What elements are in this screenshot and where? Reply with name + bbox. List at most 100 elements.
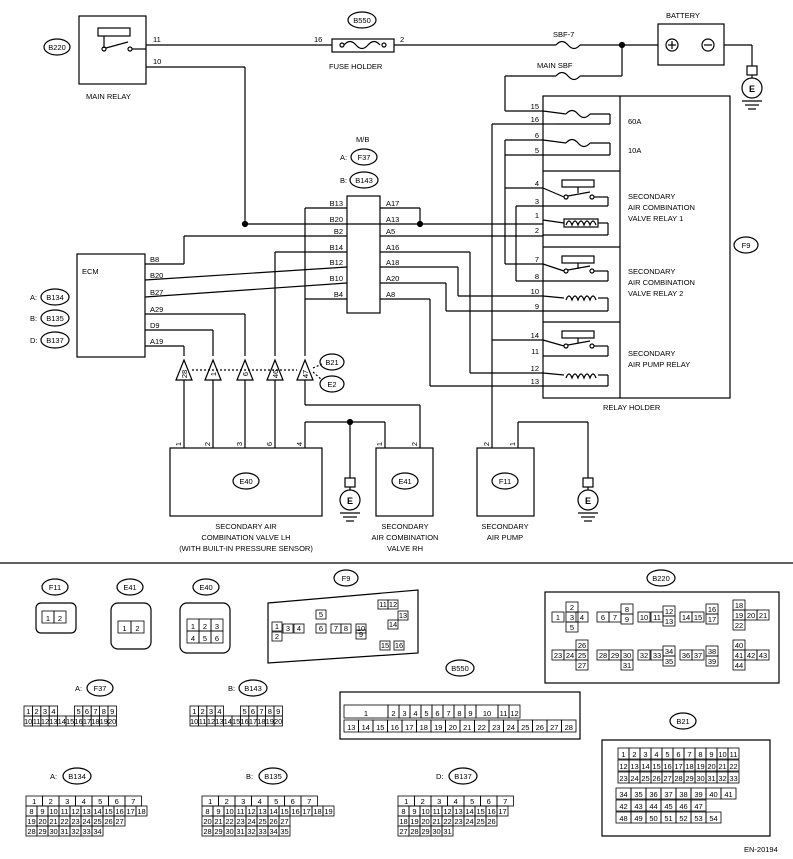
b134-cell-12-label: 12 xyxy=(71,807,79,816)
e40-cell-5-label: 5 xyxy=(203,634,207,643)
view-b143-prefix: B: xyxy=(228,684,235,693)
f9-cell-2-label: 2 xyxy=(275,632,279,641)
conn-f9: F9 xyxy=(742,241,751,250)
b550-cell-5-label: 5 xyxy=(424,709,428,718)
b143-cell-4-label: 4 xyxy=(217,707,221,716)
b21-cell-41 xyxy=(720,787,737,800)
view-b134-id: B134 xyxy=(68,772,86,781)
prefix-a-b134: A: xyxy=(30,293,37,302)
b220-cell-33-label: 33 xyxy=(653,651,661,660)
b220-cell-21 xyxy=(756,609,770,621)
lh-pin-6: 6 xyxy=(265,442,274,446)
joint-pin-46: 46 xyxy=(271,370,280,378)
rh-pin-7: 7 xyxy=(535,255,539,264)
doc-id: EN-20194 xyxy=(744,845,778,854)
fuse-holder-label: FUSE HOLDER xyxy=(329,62,383,71)
e41-pin-2: 2 xyxy=(410,442,419,446)
b220-cell-26 xyxy=(575,639,589,651)
b134-cell-27-label: 27 xyxy=(115,817,123,826)
b21-cell-8-label: 8 xyxy=(698,750,702,759)
b134-cell-18 xyxy=(135,805,148,817)
b21-cell-32-label: 32 xyxy=(718,774,726,783)
b134-cell-18-label: 18 xyxy=(137,807,145,816)
f11-cell-1-label: 1 xyxy=(46,614,50,623)
b134-cell-24-label: 24 xyxy=(82,817,90,826)
b137-cell-26 xyxy=(485,815,498,827)
f37-cell-3-label: 3 xyxy=(43,707,47,716)
b220-cell-12-label: 12 xyxy=(665,607,673,616)
b135-cell-19-label: 19 xyxy=(324,807,332,816)
b134-cell-21-label: 21 xyxy=(49,817,57,826)
b21-cell-43-label: 43 xyxy=(634,802,642,811)
f9-cell-3 xyxy=(282,623,294,634)
b135-cell-28-label: 28 xyxy=(203,827,211,836)
b21-cell-21-label: 21 xyxy=(718,762,726,771)
prefix-b-b143: B: xyxy=(340,176,347,185)
conn-f37: F37 xyxy=(358,153,371,162)
b21-cell-26-label: 26 xyxy=(652,774,660,783)
b220-cell-4-label: 4 xyxy=(580,613,584,622)
b134-cell-23-label: 23 xyxy=(71,817,79,826)
f9-cell-10 xyxy=(355,623,367,634)
b134-cell-5-label: 5 xyxy=(98,797,102,806)
b220-cell-8-label: 8 xyxy=(625,605,629,614)
b134-cell-16-label: 16 xyxy=(115,807,123,816)
b21-cell-13-label: 13 xyxy=(630,762,638,771)
b137-cell-3-label: 3 xyxy=(437,797,441,806)
b135-cell-13-label: 13 xyxy=(258,807,266,816)
mb-pin-B13: B13 xyxy=(330,199,343,208)
conn-b550: B550 xyxy=(353,16,371,25)
f9-cell-9-label: 9 xyxy=(359,630,363,639)
relay1-label-line1: SECONDARY xyxy=(628,192,675,201)
b143-cell-7-label: 7 xyxy=(259,707,263,716)
f37-cell-4-label: 4 xyxy=(51,707,55,716)
b135-cell-5-label: 5 xyxy=(274,797,278,806)
b21-cell-42-label: 42 xyxy=(619,802,627,811)
b137-cell-23-label: 23 xyxy=(454,817,462,826)
b220-cell-27-label: 27 xyxy=(578,661,586,670)
b134-cell-4-label: 4 xyxy=(82,797,86,806)
b220-cell-11-label: 11 xyxy=(653,613,661,622)
e40-cell-6-label: 6 xyxy=(215,634,219,643)
sbf7-label: SBF-7 xyxy=(553,30,574,39)
e41-cell-1-label: 1 xyxy=(122,624,126,633)
f9-cell-15 xyxy=(379,640,391,651)
b550-cell-9-label: 9 xyxy=(468,709,472,718)
b21-cell-34-label: 34 xyxy=(619,790,627,799)
view-b135-prefix: B: xyxy=(246,772,253,781)
b143-cell-13-label: 13 xyxy=(215,717,223,726)
b21-cell-2-label: 2 xyxy=(632,750,636,759)
b135-cell-9-label: 9 xyxy=(216,807,220,816)
e40-cell-2-label: 2 xyxy=(203,622,207,631)
b134-cell-32-label: 32 xyxy=(71,827,79,836)
lh-pin-1: 1 xyxy=(174,442,183,446)
b137-cell-10-label: 10 xyxy=(421,807,429,816)
f11-pin-2: 2 xyxy=(482,442,491,446)
b143-cell-5-label: 5 xyxy=(243,707,247,716)
conn-b220: B220 xyxy=(48,43,66,52)
b220-cell-38-label: 38 xyxy=(708,647,716,656)
b135-cell-32-label: 32 xyxy=(247,827,255,836)
b550-cell-28 xyxy=(561,719,577,733)
main-relay-box xyxy=(78,15,147,85)
b220-cell-26-label: 26 xyxy=(578,641,586,650)
b21-cell-41-label: 41 xyxy=(724,790,732,799)
b220-cell-6-label: 6 xyxy=(601,613,605,622)
f11-cell-2 xyxy=(53,610,67,624)
b220-cell-32 xyxy=(637,649,651,661)
b550-cell-20-label: 20 xyxy=(449,723,457,732)
mb-pin-B2: B2 xyxy=(334,227,343,236)
e40-cell-3-label: 3 xyxy=(215,622,219,631)
b550-cell-18-label: 18 xyxy=(420,723,428,732)
b21-cell-22 xyxy=(727,759,740,772)
b135-cell-1-label: 1 xyxy=(208,797,212,806)
b143-cell-6-label: 6 xyxy=(251,707,255,716)
pin-relay-10: 10 xyxy=(153,57,161,66)
b21-cell-17-label: 17 xyxy=(674,762,682,771)
b137-cell-17 xyxy=(496,805,509,817)
view-b550-id: B550 xyxy=(451,664,469,673)
b135-cell-22-label: 22 xyxy=(225,817,233,826)
b220-cell-32-label: 32 xyxy=(640,651,648,660)
view-b137-id: B137 xyxy=(454,772,472,781)
b134-cell-34 xyxy=(91,825,104,837)
